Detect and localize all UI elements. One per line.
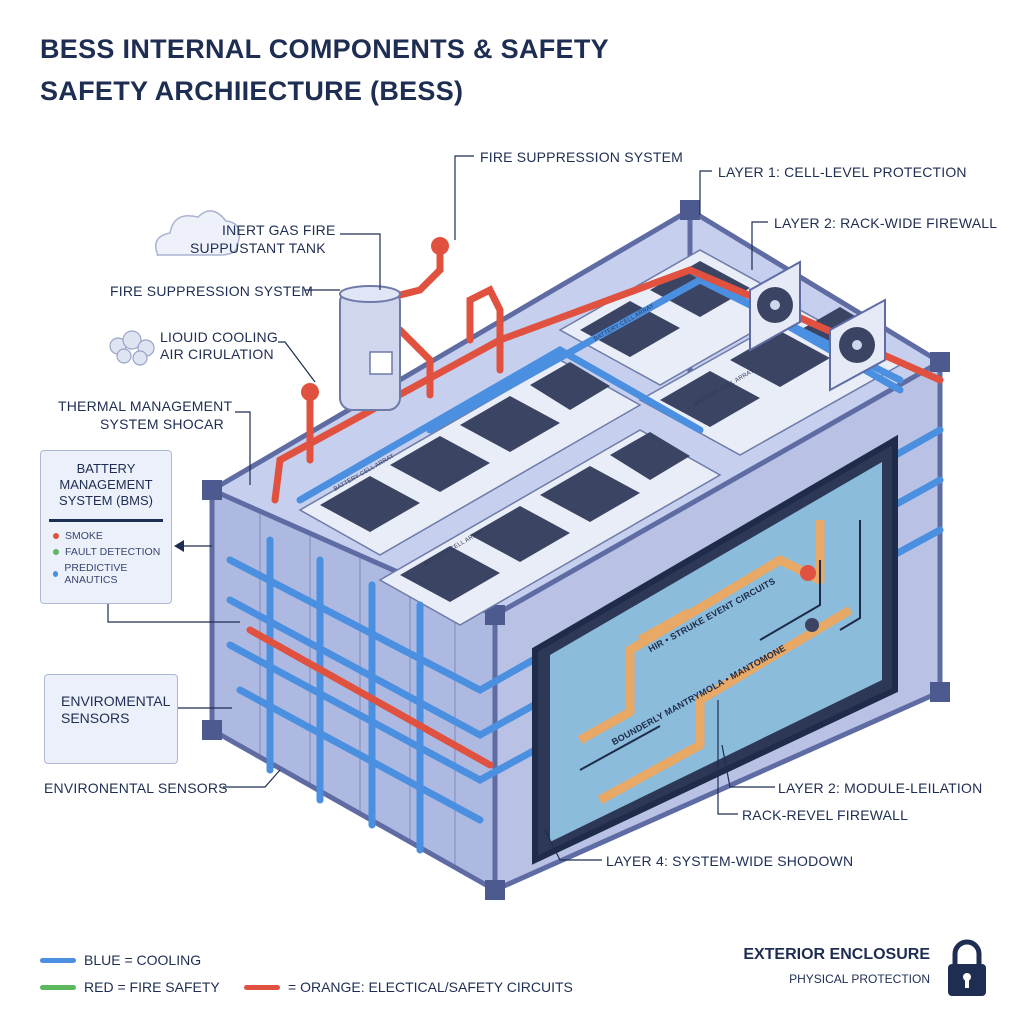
label-env-sensors: ENVIRONENTAL SENSORS <box>44 780 228 796</box>
label-fire-suppression-top: FIRE SUPPRESSION SYSTEM <box>480 149 683 165</box>
label-layer2-module: LAYER 2: MODULE-LEILATION <box>778 780 983 796</box>
fan-icon <box>829 298 886 392</box>
valve-icon <box>431 237 449 255</box>
panel-indicator-light <box>800 565 816 581</box>
battery-rack-array <box>298 249 902 626</box>
valve-icon <box>301 383 319 401</box>
label-layer4: LAYER 4: SYSTEM-WIDE SHODOWN <box>606 853 854 869</box>
bms-title-3: SYSTEM (BMS) <box>59 493 153 508</box>
green-dot-icon <box>53 549 59 555</box>
legend-swatch-green <box>40 984 76 990</box>
legend-fire: RED = FIRE SAFETY <box>40 979 220 995</box>
bms-panel: BATTERY MANAGEMENT SYSTEM (BMS) SMOKE FA… <box>40 450 172 604</box>
env-box-line-2: SENSORS <box>61 710 130 726</box>
blue-dot-icon <box>53 571 59 577</box>
legend-cooling: BLUE = COOLING <box>40 952 201 968</box>
corner-castings <box>202 200 950 900</box>
panel-traces <box>579 520 861 771</box>
enclosure-title: EXTERIOR ENCLOSURE <box>743 946 930 963</box>
label-liquid-cooling-2: AIR CIRULATION <box>160 346 274 362</box>
env-box-line-1: ENVIROMENTAL <box>61 693 171 709</box>
red-dot-icon <box>53 533 59 539</box>
title-line-1: BESS INTERNAL COMPONENTS & SAFETY <box>40 34 609 64</box>
red-valves <box>301 237 449 401</box>
cloud-icon <box>155 210 241 256</box>
fan-icon <box>749 260 801 352</box>
bms-title-1: BATTERY <box>76 461 136 476</box>
bms-title-2: MANAGEMENT <box>59 477 153 492</box>
battery-row-2 <box>378 429 722 626</box>
arrow-icon <box>174 540 184 552</box>
safety-circuit-panel <box>532 434 898 865</box>
cooling-icon <box>109 330 155 366</box>
bms-item-fault: FAULT DETECTION <box>53 546 171 558</box>
bms-item-analytics: PREDICTIVE ANAUTICS <box>53 562 171 586</box>
env-sensors-box: ENVIROMENTAL SENSORS <box>44 674 178 764</box>
label-liquid-cooling-1: LIOUID COOLING <box>160 329 278 345</box>
title-line-2: SAFETY ARCHIIECTURE (BESS) <box>40 76 464 106</box>
lock-icon <box>948 939 986 996</box>
label-layer1: LAYER 1: CELL-LEVEL PROTECTION <box>718 164 967 180</box>
label-thermal-2: SYSTEM SHOCAR <box>100 416 224 432</box>
label-inert-gas-2: SUPPUSTANT TANK <box>190 240 326 256</box>
label-thermal-1: THERMAL MANAGEMENT <box>58 398 233 414</box>
bms-item-smoke: SMOKE <box>53 530 171 542</box>
enclosure-subtitle: PHYSICAL PROTECTION <box>789 972 930 986</box>
legend-swatch-red <box>244 984 280 990</box>
bms-divider <box>49 519 163 522</box>
label-layer2-rack: LAYER 2: RACK-WIDE FIREWALL <box>774 215 998 231</box>
battery-row-1 <box>298 359 642 556</box>
legend-electrical: = ORANGE: ELECTICAL/SAFETY CIRCUITS <box>244 979 573 995</box>
label-inert-gas-1: INERT GAS FIRE <box>222 222 336 238</box>
label-fire-suppression-left: FIRE SUPPRESSION SYSTEM <box>110 283 313 299</box>
leader-lines <box>107 155 775 861</box>
label-rack-revel: RACK-REVEL FIREWALL <box>742 807 909 823</box>
inert-gas-tank <box>339 285 401 411</box>
legend-swatch-blue <box>40 957 76 963</box>
